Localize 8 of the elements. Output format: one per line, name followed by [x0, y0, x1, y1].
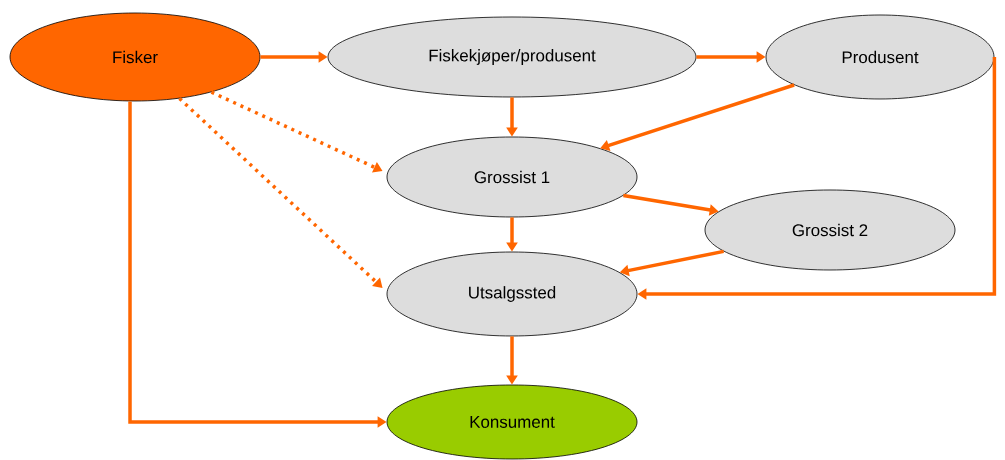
ellipse-node: Fisker	[9, 12, 261, 102]
ellipse-node: Fiskekjøper/produsent	[327, 16, 697, 98]
arrow	[178, 97, 383, 288]
ellipse-node: Grossist 1	[386, 136, 638, 218]
ellipse-node: Grossist 2	[704, 189, 956, 271]
ellipse-node: Utsalgssted	[386, 251, 638, 337]
ellipse-node: Konsument	[386, 384, 638, 460]
ellipse-node: Produsent	[765, 14, 995, 100]
